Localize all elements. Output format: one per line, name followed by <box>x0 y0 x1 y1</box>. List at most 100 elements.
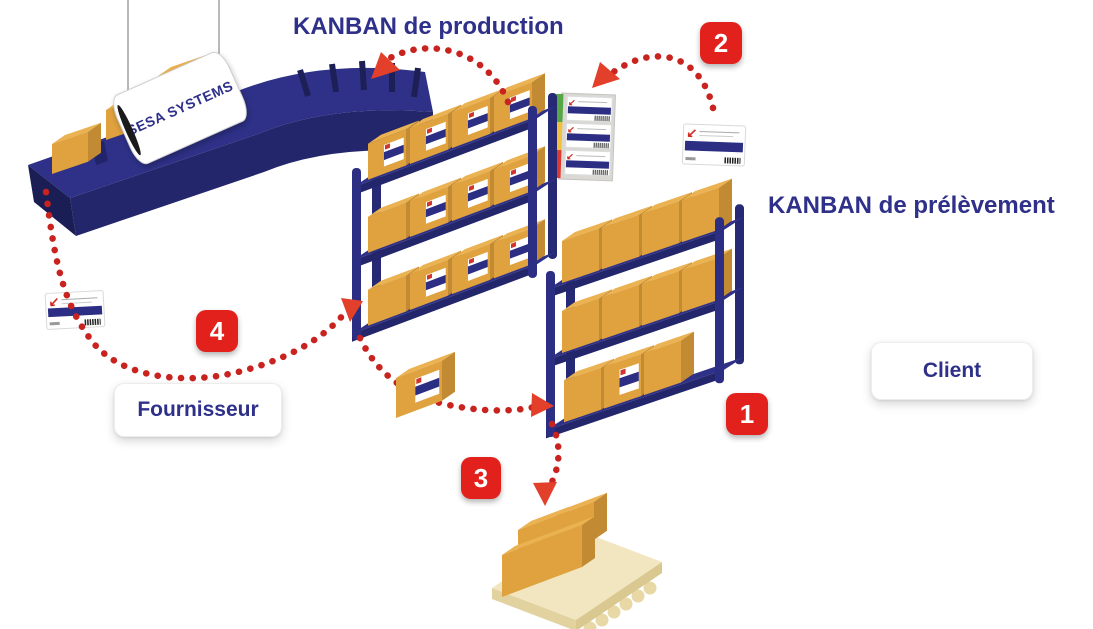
step-badge-1: 1 <box>726 393 768 435</box>
box-label-stripe <box>383 144 404 161</box>
box-top <box>52 122 101 144</box>
box-label-stripe <box>467 259 488 275</box>
box-label-mark <box>510 96 516 103</box>
pallet-foot <box>607 605 621 619</box>
box-front <box>368 275 406 326</box>
box-top <box>452 234 503 259</box>
card-stripe <box>565 160 610 169</box>
box-top <box>556 492 607 516</box>
kanban-card-withdrawal: ↙ <box>681 123 747 167</box>
kanban-card-supplier: ↙ <box>44 290 106 330</box>
shelf-front <box>546 369 724 439</box>
box-label-mark <box>416 377 422 384</box>
banner-text: SESA SYSTEMS <box>124 77 236 139</box>
supplier-text: Fournisseur <box>137 398 259 421</box>
box-side <box>442 351 455 401</box>
pallet-edge <box>576 562 662 629</box>
card-barcode <box>592 169 608 176</box>
box-top <box>396 351 455 378</box>
flow-production <box>386 45 512 106</box>
box-label-mark <box>510 242 516 249</box>
box-label-stripe <box>619 371 639 388</box>
step-badge-4: 4 <box>196 310 238 352</box>
card-arrow-icon: ↙ <box>686 125 697 140</box>
pallet-edge <box>492 588 576 629</box>
box-top <box>642 192 692 214</box>
card-line <box>578 101 608 104</box>
supplier-label: Fournisseur <box>114 383 282 437</box>
flow-arrowheads <box>341 52 620 506</box>
card-stripe <box>47 305 103 318</box>
box-top <box>368 120 419 144</box>
card-line <box>699 134 734 138</box>
box-label-mark <box>468 257 474 265</box>
card-barcode <box>593 142 609 149</box>
rack-post <box>528 105 537 278</box>
box-top <box>642 262 692 284</box>
box-top <box>368 193 419 217</box>
card-stripe <box>567 106 611 115</box>
box-front <box>562 228 599 283</box>
box-front <box>602 214 639 270</box>
box-front <box>562 298 599 353</box>
conveyor-front <box>70 110 433 236</box>
box-label-stripe <box>509 170 530 186</box>
rack-post <box>546 271 555 437</box>
box-top <box>604 345 654 367</box>
box-front <box>644 340 681 396</box>
title-kanban-production: KANBAN de production <box>293 13 564 40</box>
rack-production <box>352 73 557 342</box>
card-arrow-icon: ↙ <box>48 294 60 310</box>
box-label-mark <box>620 368 626 376</box>
box-top <box>410 104 461 128</box>
box-side <box>88 122 101 162</box>
card-line <box>61 297 98 301</box>
box-label-mark <box>510 169 516 176</box>
arrowhead-to-pallet <box>533 482 557 506</box>
title-kanban-prelevement: KANBAN de prélèvement <box>768 192 1055 219</box>
box-top <box>602 275 652 298</box>
card-text <box>49 321 60 326</box>
kanban-board: ↙↙↙ <box>553 92 616 182</box>
card-stripe <box>566 133 611 142</box>
shelf-front <box>352 191 537 269</box>
shelf-front <box>352 264 537 342</box>
box-label-stripe <box>425 128 446 145</box>
conveyor-end <box>28 165 76 236</box>
box-top <box>602 205 652 228</box>
box-top <box>562 289 612 311</box>
card-barcode <box>594 115 610 122</box>
card-line <box>577 128 607 131</box>
box-top <box>410 177 461 201</box>
box-top <box>452 161 503 186</box>
card-text <box>685 157 696 161</box>
box-top <box>562 219 612 241</box>
rack-withdrawal <box>546 178 744 439</box>
box-label-mark <box>426 273 432 280</box>
box-label-mark <box>384 143 390 150</box>
pallet-top <box>492 530 662 620</box>
step-badge-3: 3 <box>461 457 501 499</box>
box-top <box>682 178 732 201</box>
rack-post <box>715 217 724 384</box>
card-line <box>576 155 606 158</box>
banner-wire-right <box>218 0 220 80</box>
pallet-foot <box>643 581 657 595</box>
card-line <box>699 130 740 134</box>
box-label-stripe <box>425 274 446 291</box>
card-stripe <box>684 140 744 153</box>
box-top <box>518 506 569 530</box>
shelf-front <box>546 299 724 369</box>
conveyor-surface <box>28 67 433 198</box>
box-top <box>644 331 694 354</box>
single-box <box>396 351 455 418</box>
box-front <box>642 201 679 256</box>
step-badge-2: 2 <box>700 22 742 64</box>
arrowhead-withdrawal-card <box>592 62 620 88</box>
card-arrow-icon: ↙ <box>567 124 575 134</box>
conveyor-segment <box>359 60 367 91</box>
box-label-stripe <box>509 97 530 113</box>
pallet <box>492 492 662 629</box>
box-label-stripe <box>415 377 440 396</box>
